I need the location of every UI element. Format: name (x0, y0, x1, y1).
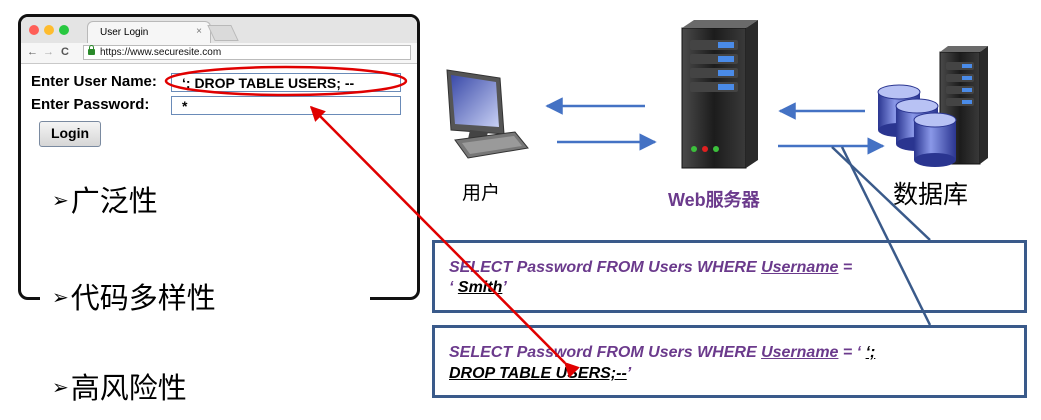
maximize-window-dot[interactable] (59, 25, 69, 35)
tab-title: User Login (100, 27, 149, 38)
frame-gap (40, 294, 370, 304)
browser-tab[interactable]: User Login × (87, 21, 211, 43)
sql-field: Username (761, 344, 839, 361)
forward-arrow-icon[interactable]: → (43, 46, 54, 58)
back-arrow-icon[interactable]: ← (27, 46, 38, 58)
web-server-icon (681, 20, 758, 169)
sql-field: Username (761, 259, 839, 276)
highlight-ellipse (164, 65, 408, 97)
close-window-dot[interactable] (29, 25, 39, 35)
bullet-item: ➢广泛性 (52, 178, 158, 220)
url-text: https://www.securesite.com (100, 47, 222, 58)
bullet-arrow-icon: ➢ (52, 190, 69, 212)
database-label: 数据库 (893, 181, 969, 209)
password-input[interactable]: * (171, 96, 401, 115)
sql-injection: ‘; (865, 344, 876, 361)
bullet-item: ➢高风险性 (52, 365, 187, 407)
login-button[interactable]: Login (39, 121, 101, 147)
bullet-arrow-icon: ➢ (52, 287, 69, 309)
callout-line (840, 146, 932, 326)
minimize-window-dot[interactable] (44, 25, 54, 35)
tab-close-icon[interactable]: × (196, 26, 202, 37)
reload-icon[interactable]: C (61, 46, 69, 58)
address-bar-row: ← → C https://www.securesite.com (21, 43, 417, 64)
database-icon (877, 46, 988, 167)
sql-operator: = (838, 259, 853, 276)
browser-tabbar: User Login × (21, 17, 417, 44)
bullet-text: 代码多样性 (70, 283, 216, 315)
sql-operator: = ‘ (838, 344, 866, 361)
bullet-arrow-icon: ➢ (52, 377, 69, 399)
bullet-item: ➢代码多样性 (52, 275, 216, 317)
injection-arrow-icon (309, 105, 580, 378)
bullet-text: 高风险性 (70, 373, 187, 405)
lock-icon (88, 45, 95, 55)
bullet-text: 广泛性 (70, 186, 158, 218)
sql-quote: ’ (626, 365, 632, 382)
user-computer-icon (446, 69, 529, 159)
username-label: Enter User Name: (31, 73, 157, 90)
username-input[interactable]: ‘; DROP TABLE USERS; -- (171, 73, 401, 92)
url-field[interactable]: https://www.securesite.com (83, 45, 411, 60)
web-server-label: Web服务器 (668, 190, 760, 210)
password-label: Enter Password: (31, 96, 150, 113)
